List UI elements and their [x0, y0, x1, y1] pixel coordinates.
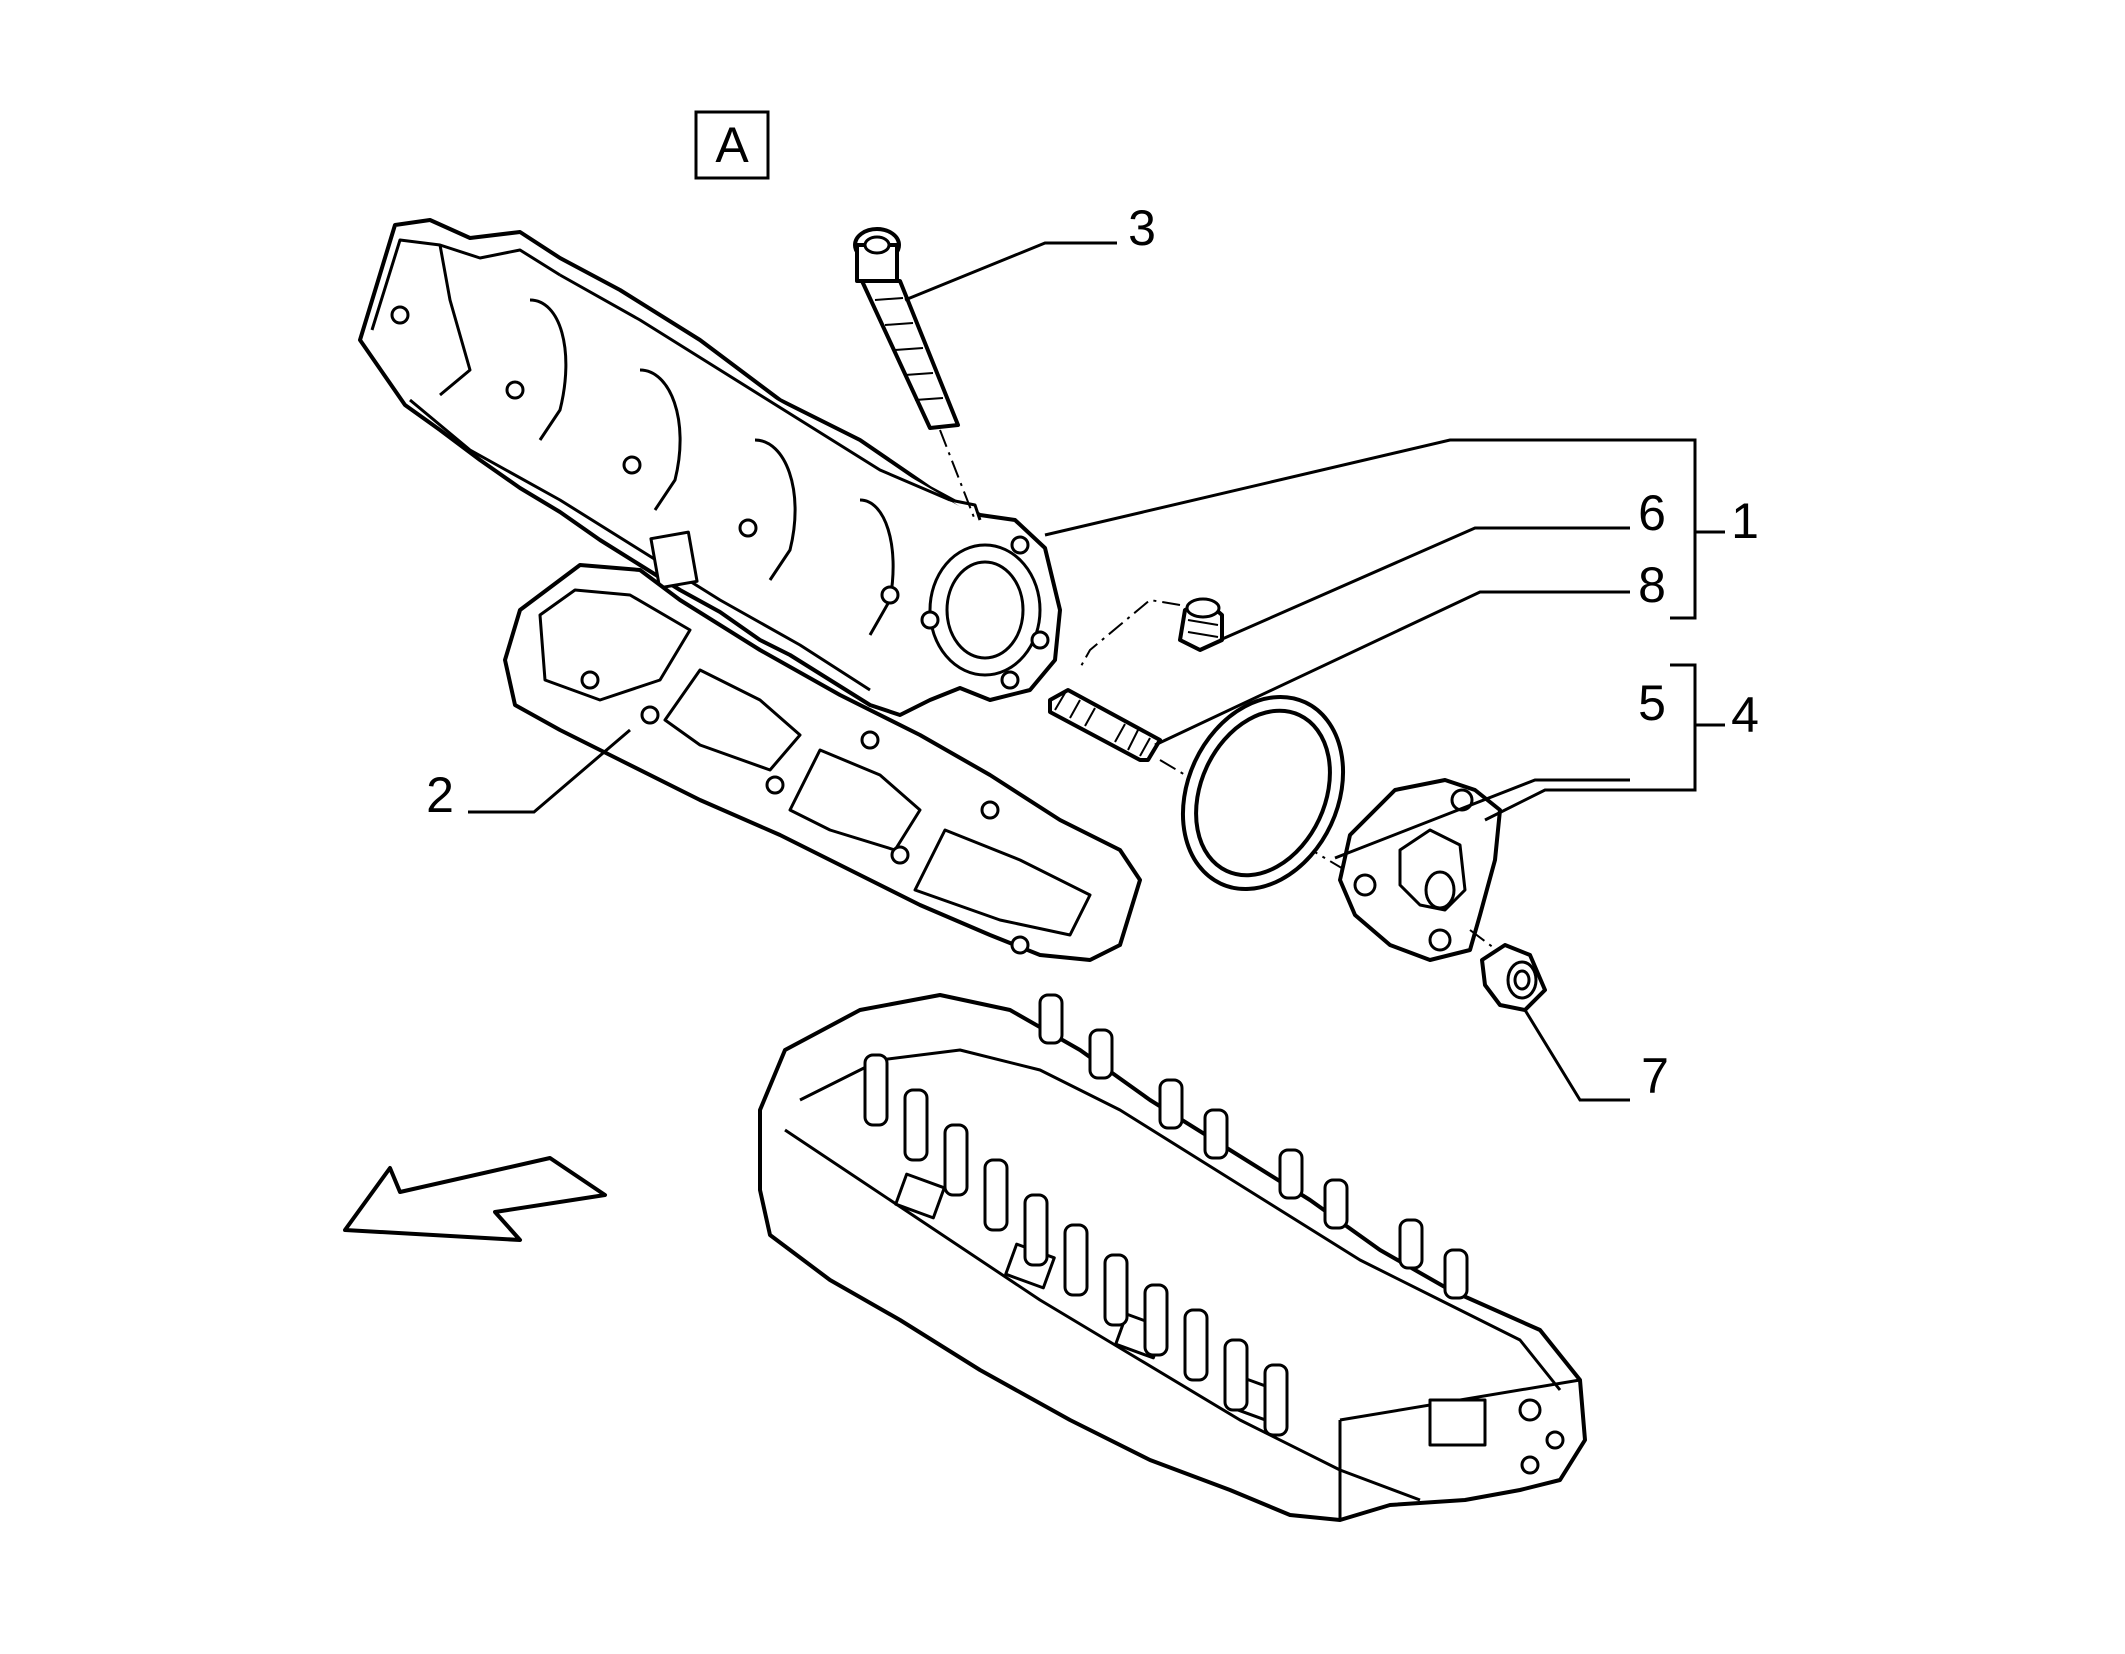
callout-7: 7: [1641, 1048, 1669, 1104]
callout-8: 8: [1638, 557, 1666, 613]
o-ring: [1180, 694, 1346, 892]
callout-2: 2: [426, 767, 454, 823]
callouts: 3 1 6 8 5 4 2 7: [426, 200, 1759, 1104]
view-marker-label: A: [715, 117, 749, 173]
callout-3: 3: [1128, 200, 1156, 256]
callout-4: 4: [1731, 687, 1759, 743]
flange-cover: [1338, 778, 1511, 962]
housing-gasket: [503, 563, 1142, 962]
tappets: [863, 993, 1469, 1437]
callout-6: 6: [1638, 485, 1666, 541]
plug: [1079, 597, 1224, 669]
cylinder-head: [758, 993, 1587, 1522]
callout-1: 1: [1731, 493, 1759, 549]
view-marker: A: [694, 110, 770, 180]
direction-arrow-icon: [343, 1156, 607, 1242]
camshaft-housing: [358, 218, 1062, 717]
callout-5: 5: [1638, 675, 1666, 731]
leader-lines: [468, 241, 1725, 1102]
flange-nut: [1480, 943, 1547, 1012]
housing-bolt: [853, 227, 976, 521]
